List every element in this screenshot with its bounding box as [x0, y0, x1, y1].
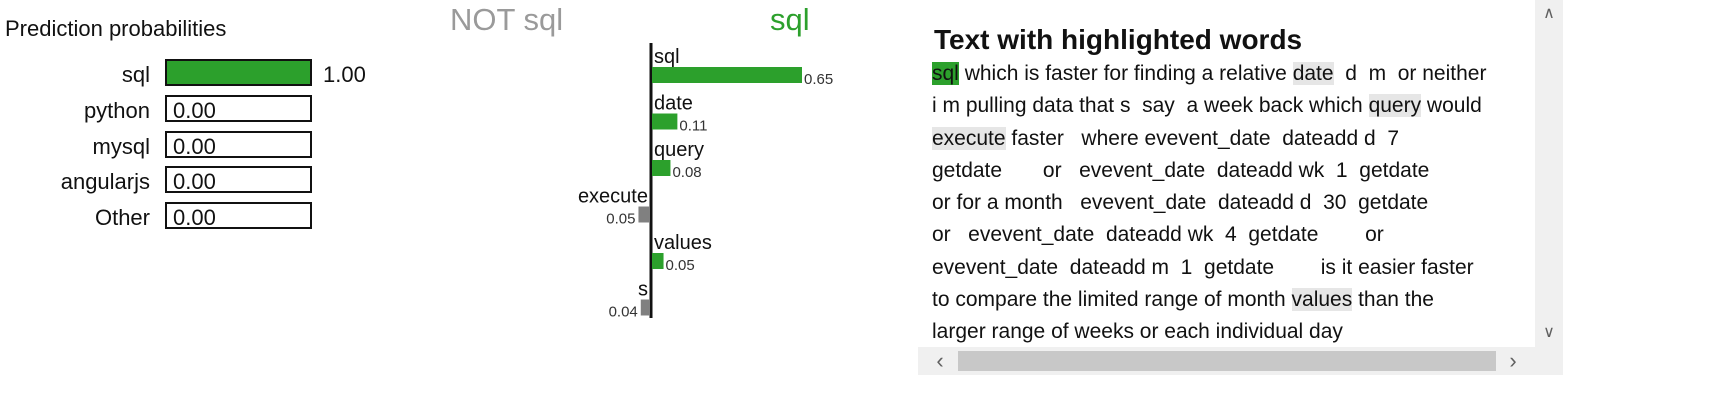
proba-bar-box: 0.00	[165, 202, 312, 230]
weight-bar-date	[652, 113, 678, 130]
scroll-right-icon[interactable]: ›	[1509, 348, 1517, 373]
vertical-scrollbar[interactable]: ∧ ∨	[1535, 0, 1563, 347]
prediction-probabilities-panel: Prediction probabilities sql 1.00 python…	[0, 0, 430, 416]
highlighted-word-negative: values	[1291, 288, 1353, 312]
proba-bar-box: 0.00	[165, 166, 312, 194]
proba-row-python: python 0.00	[0, 95, 430, 127]
probabilities-title: Prediction probabilities	[5, 16, 227, 41]
highlighted-text-body: sql which is faster for finding a relati…	[932, 58, 1532, 349]
weight-bar-query	[652, 160, 671, 176]
weight-feature-label: s	[638, 279, 648, 301]
proba-label: mysql	[92, 134, 150, 159]
text-panel-title: Text with highlighted words	[934, 24, 1303, 55]
horizontal-scrollbar[interactable]: ‹ ›	[918, 347, 1535, 375]
text-segment: would	[1426, 94, 1482, 118]
proba-bar-box	[165, 59, 312, 86]
highlighted-word-positive: sql	[932, 62, 959, 85]
proba-label: sql	[121, 62, 150, 87]
proba-label: python	[83, 98, 150, 123]
text-segment: faster where evevent_date dateadd d 7 ge…	[932, 126, 1474, 312]
scroll-left-icon[interactable]: ‹	[936, 348, 944, 373]
weight-value-label: 0.65	[804, 71, 833, 88]
proba-label: Other	[94, 205, 150, 230]
positive-class-label: sql	[770, 2, 810, 37]
proba-row-sql: sql 1.00	[0, 59, 430, 91]
weight-value-label: 0.05	[606, 211, 635, 228]
proba-value: 0.00	[173, 205, 216, 230]
feature-weights-panel: NOT sql sql sql 0.65 date 0.11 query 0.08 exec…	[440, 0, 910, 416]
proba-value: 1.00	[323, 62, 366, 87]
proba-row-other: Other 0.00	[0, 202, 430, 234]
weight-value-label: 0.04	[609, 304, 638, 321]
proba-bar-box: 0.00	[165, 131, 312, 159]
weight-value-label: 0.11	[679, 118, 707, 135]
proba-row-angularjs: angularjs 0.00	[0, 166, 430, 198]
weight-feature-label: values	[654, 232, 712, 254]
text-segment: which is faster for finding a relative	[958, 62, 1293, 85]
weight-bar-values	[652, 253, 664, 269]
proba-value: 0.00	[173, 134, 216, 159]
highlighted-word-negative: date	[1292, 62, 1334, 85]
highlighted-text-panel: Text with highlighted words sql which is…	[918, 0, 1563, 383]
horizontal-scroll-thumb[interactable]	[958, 351, 1496, 371]
weight-value-label: 0.05	[666, 257, 695, 274]
weight-value-label: 0.08	[672, 164, 701, 181]
proba-row-mysql: mysql 0.00	[0, 131, 430, 163]
weight-bar-execute	[638, 206, 650, 223]
highlighted-word-negative: execute	[932, 126, 1006, 150]
weight-feature-label: date	[654, 93, 693, 115]
text-segment: than the larger range of weeks or each i…	[932, 288, 1434, 344]
negative-class-label: NOT sql	[450, 2, 564, 37]
proba-label: angularjs	[60, 169, 150, 194]
weight-feature-label: execute	[578, 186, 648, 208]
weight-feature-label: query	[654, 139, 704, 161]
proba-bar-box: 0.00	[165, 95, 312, 123]
proba-value: 0.00	[173, 169, 216, 194]
text-segment: d m or neither i m pulling data that s s…	[932, 62, 1487, 118]
scroll-up-icon[interactable]: ∧	[1543, 5, 1555, 22]
scroll-corner	[1535, 347, 1563, 375]
weight-bar-sql	[652, 67, 802, 83]
proba-bar	[167, 61, 310, 84]
weight-feature-label: sql	[654, 46, 680, 68]
feature-weights-chart: sql 0.65 date 0.11 query 0.08 execute 0.05 value…	[578, 43, 833, 321]
proba-value: 0.00	[173, 98, 216, 123]
scroll-down-icon[interactable]: ∨	[1543, 324, 1555, 341]
weight-bar-s	[640, 299, 650, 316]
highlighted-word-negative: query	[1368, 94, 1422, 118]
